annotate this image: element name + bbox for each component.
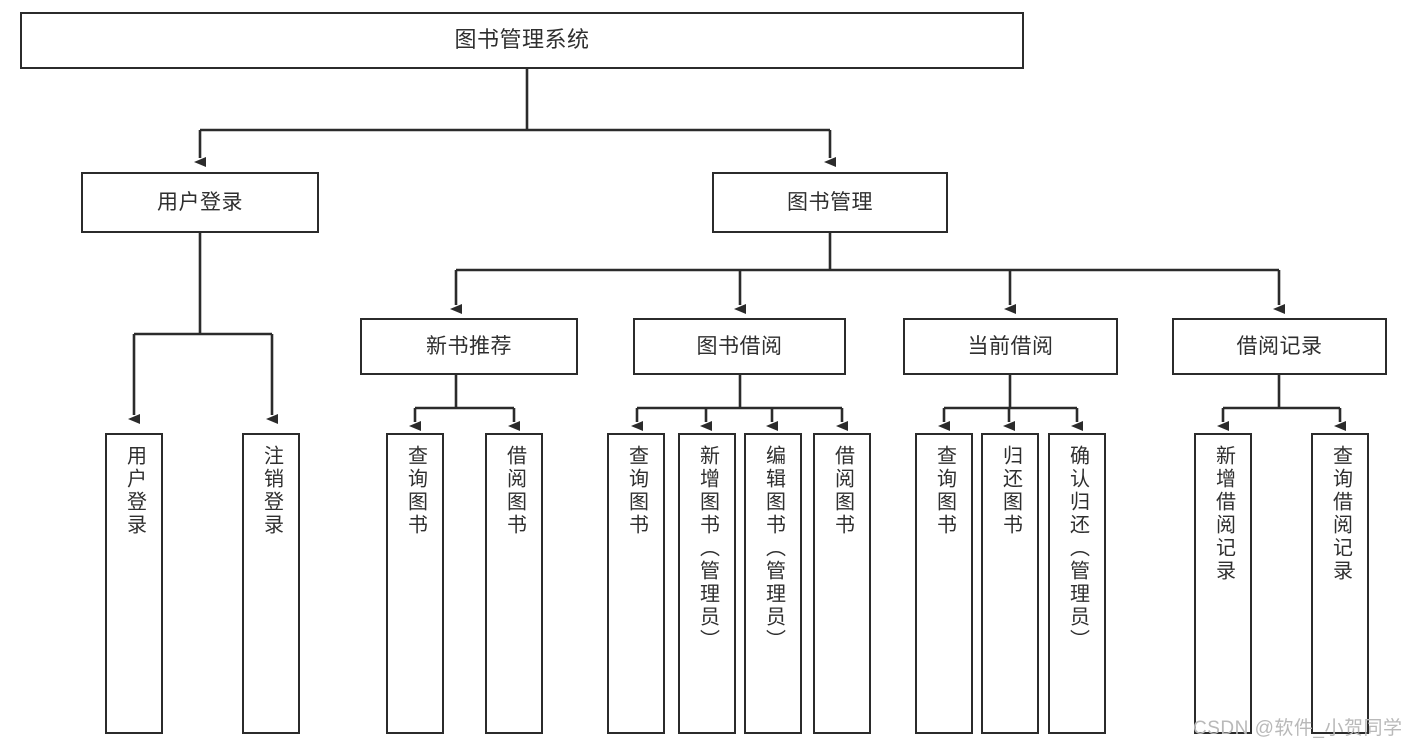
- leaf-recommend-borrow-book[interactable]: 借阅图书: [485, 433, 543, 734]
- leaf-current-query-book[interactable]: 查询图书: [915, 433, 973, 734]
- node-label: 确认归还（管理员）: [1066, 445, 1089, 652]
- node-label: 查询图书: [404, 445, 427, 537]
- node-label: 新增借阅记录: [1212, 445, 1235, 583]
- node-label: 新书推荐: [426, 334, 512, 358]
- node-label: 借阅图书: [831, 445, 854, 537]
- node-label: 图书管理: [787, 190, 873, 214]
- node-label: 编辑图书（管理员）: [762, 445, 785, 652]
- leaf-current-confirm-return-admin[interactable]: 确认归还（管理员）: [1048, 433, 1106, 734]
- csdn-watermark: CSDN @软件_小贺同学: [1193, 718, 1403, 739]
- node-label: 查询图书: [625, 445, 648, 537]
- node-root-book-management-system[interactable]: 图书管理系统: [20, 12, 1024, 69]
- leaf-borrow-edit-book-admin[interactable]: 编辑图书（管理员）: [744, 433, 802, 734]
- node-label: 注销登录: [260, 445, 283, 537]
- leaf-borrow-borrow-book[interactable]: 借阅图书: [813, 433, 871, 734]
- leaf-borrow-add-book-admin[interactable]: 新增图书（管理员）: [678, 433, 736, 734]
- node-book-management[interactable]: 图书管理: [712, 172, 948, 233]
- node-label: 用户登录: [157, 190, 243, 214]
- node-label: 查询借阅记录: [1329, 445, 1352, 583]
- node-label: 图书借阅: [696, 334, 783, 358]
- node-current-borrowing[interactable]: 当前借阅: [903, 318, 1118, 375]
- node-borrowing-record[interactable]: 借阅记录: [1172, 318, 1387, 375]
- leaf-borrow-query-book[interactable]: 查询图书: [607, 433, 665, 734]
- node-new-book-recommendation[interactable]: 新书推荐: [360, 318, 578, 375]
- node-label: 借阅记录: [1236, 334, 1323, 358]
- leaf-recommend-query-book[interactable]: 查询图书: [386, 433, 444, 734]
- leaf-record-query-borrow-record[interactable]: 查询借阅记录: [1311, 433, 1369, 734]
- node-label: 查询图书: [933, 445, 956, 537]
- node-label: 借阅图书: [503, 445, 526, 537]
- leaf-user-login-sign-in[interactable]: 用户登录: [105, 433, 163, 734]
- node-label: 图书管理系统: [454, 27, 590, 53]
- leaf-current-return-book[interactable]: 归还图书: [981, 433, 1039, 734]
- leaf-user-login-sign-out[interactable]: 注销登录: [242, 433, 300, 734]
- node-label: 归还图书: [999, 445, 1022, 537]
- leaf-record-add-borrow-record[interactable]: 新增借阅记录: [1194, 433, 1252, 734]
- node-book-borrowing[interactable]: 图书借阅: [633, 318, 846, 375]
- node-label: 新增图书（管理员）: [696, 445, 719, 652]
- node-label: 用户登录: [123, 445, 146, 537]
- node-label: 当前借阅: [967, 334, 1054, 358]
- node-user-login[interactable]: 用户登录: [81, 172, 319, 233]
